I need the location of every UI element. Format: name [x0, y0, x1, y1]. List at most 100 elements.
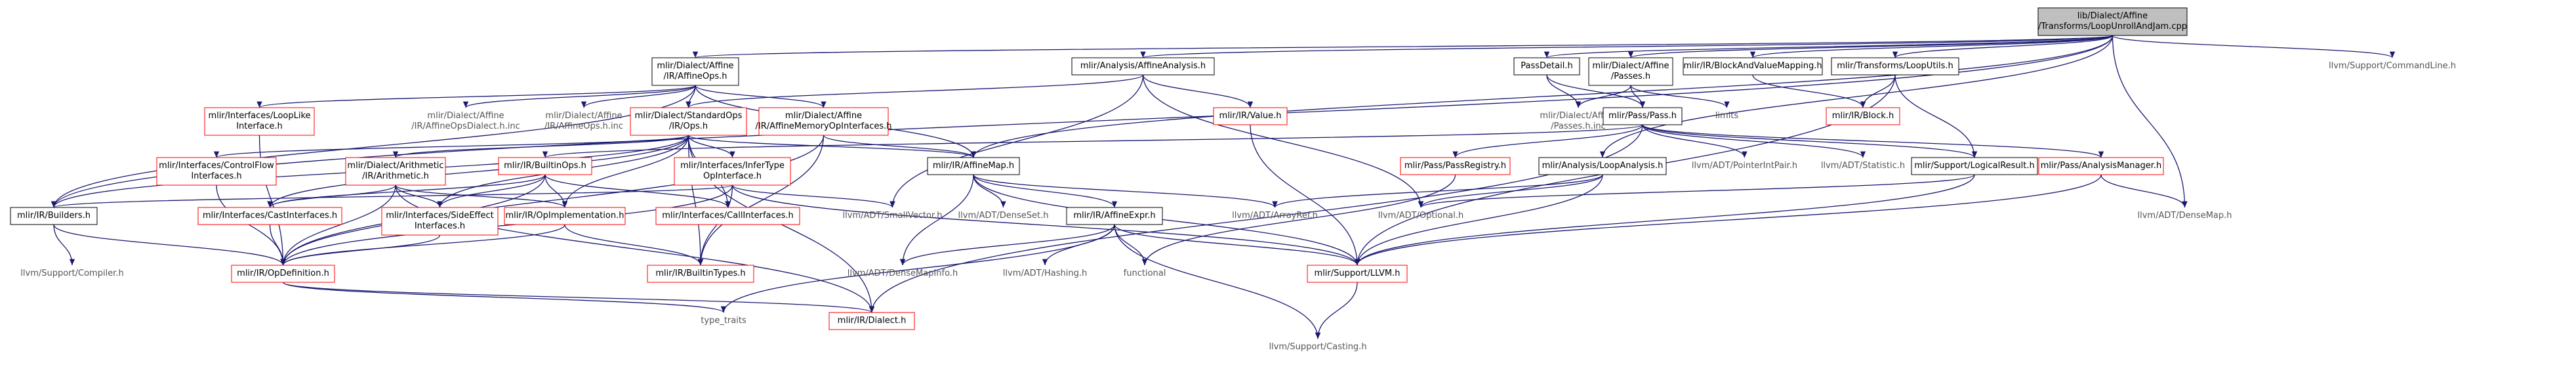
edge-affinememoryop-to-affinemap — [823, 135, 977, 158]
edge-standardops-to-controlflow — [214, 135, 689, 158]
node-box — [927, 157, 1020, 175]
edge-root-to-affineanalysis — [1141, 35, 2114, 58]
node-label: mlir/IR/OpDefinition.h — [237, 269, 329, 278]
node-callinterfaces[interactable]: mlir/Interfaces/CallInterfaces.h — [655, 207, 800, 225]
node-box — [1831, 57, 1959, 76]
node-label: mlir/Interfaces/InferType — [680, 161, 785, 171]
edge-standardops-to-opimplementation — [562, 135, 689, 208]
edge-root-to-densemap — [2112, 35, 2188, 208]
node-builtinops[interactable]: mlir/IR/BuiltinOps.h — [498, 157, 592, 175]
node-box — [630, 107, 747, 136]
edge-layer — [51, 35, 2395, 339]
edge-affinemap-to-arrayref — [973, 174, 1278, 208]
node-label: mlir/Pass/Pass.h — [1608, 111, 1677, 121]
node-box — [828, 312, 915, 330]
node-arithmetic[interactable]: mlir/Dialect/Arithmetic/IR/Arithmetic.h — [345, 157, 446, 186]
edge-passdetail-to-passespassesinc — [1546, 74, 1582, 108]
node-irblock[interactable]: mlir/IR/Block.h — [1826, 107, 1900, 125]
node-box — [1071, 57, 1215, 76]
node-passespassesinc: mlir/Dialect/Affine/Passes.h.inc — [1540, 111, 1616, 131]
node-label: mlir/Dialect/Arithmetic — [347, 161, 443, 171]
node-irvalue[interactable]: mlir/IR/Value.h — [1213, 107, 1288, 125]
node-affinememoryop[interactable]: mlir/Dialect/Affine/IR/AffineMemoryOpInt… — [755, 107, 892, 136]
node-commandline: llvm/Support/CommandLine.h — [2329, 61, 2456, 71]
node-box — [2037, 7, 2188, 36]
node-affinepasses[interactable]: mlir/Dialect/Affine/Passes.h — [1588, 57, 1673, 86]
edge-affineexpr-to-supportllvm — [1114, 224, 1360, 266]
node-passpass[interactable]: mlir/Pass/Pass.h — [1603, 107, 1683, 125]
node-label: llvm/ADT/PointerIntPair.h — [1692, 161, 1797, 171]
node-label: mlir/IR/Builders.h — [17, 211, 91, 221]
node-box — [1911, 157, 2038, 175]
edge-passpass-to-statistic — [1642, 124, 1866, 158]
node-loopanalysis[interactable]: mlir/Analysis/LoopAnalysis.h — [1538, 157, 1667, 175]
node-builtintypes[interactable]: mlir/IR/BuiltinTypes.h — [647, 265, 754, 283]
node-box — [345, 157, 446, 186]
node-label: mlir/Interfaces/SideEffect — [386, 211, 494, 221]
node-box — [1513, 57, 1580, 76]
node-looputils[interactable]: mlir/Transforms/LoopUtils.h — [1831, 57, 1959, 76]
node-label: mlir/Transforms/LoopUtils.h — [1837, 61, 1953, 71]
node-box — [647, 265, 754, 283]
node-box — [1213, 107, 1288, 125]
node-label: mlir/IR/AffineMap.h — [933, 161, 1014, 171]
node-irdialect[interactable]: mlir/IR/Dialect.h — [828, 312, 915, 330]
node-box — [655, 207, 800, 225]
node-passregistry[interactable]: mlir/Pass/PassRegistry.h — [1400, 157, 1511, 175]
edge-supportllvm-to-casting — [1315, 282, 1358, 339]
edge-root-to-affinepasses — [1628, 35, 2114, 58]
node-box — [204, 107, 315, 136]
node-blockandvaluemapping[interactable]: mlir/IR/BlockAndValueMapping.h — [1683, 57, 1823, 76]
node-label: mlir/Interfaces/CastInterfaces.h — [203, 211, 337, 221]
edge-logicalresult-to-supportllvm — [1354, 174, 1975, 266]
edge-affinemap-to-supportllvm — [973, 174, 1360, 266]
node-label: mlir/Dialect/Affine — [785, 111, 862, 121]
node-label: mlir/Pass/PassRegistry.h — [1404, 161, 1506, 171]
edge-affinepasses-to-passespassesinc — [1575, 85, 1631, 108]
edge-loopanalysis-to-optional — [1418, 174, 1603, 208]
node-label: mlir/Analysis/LoopAnalysis.h — [1542, 161, 1664, 171]
edge-standardops-to-builtintypes — [687, 135, 704, 266]
node-passdetail[interactable]: PassDetail.h — [1513, 57, 1580, 76]
edge-passpass-to-analysismanager — [1642, 124, 2104, 158]
edge-root-to-blockandvaluemapping — [1750, 35, 2114, 58]
node-affineops[interactable]: mlir/Dialect/Affine/IR/AffineOps.h — [651, 57, 739, 86]
node-logicalresult[interactable]: mlir/Support/LogicalResult.h — [1911, 157, 2038, 175]
edge-opdefinition-to-typetraits — [282, 282, 726, 313]
node-arrayref: llvm/ADT/ArrayRef.h — [1232, 211, 1318, 221]
node-label: mlir/IR/Block.h — [1832, 111, 1894, 121]
node-densesetadt: llvm/ADT/DenseSet.h — [958, 211, 1049, 221]
edge-standardops-to-castinterfaces — [267, 135, 689, 208]
node-castinterfaces[interactable]: mlir/Interfaces/CastInterfaces.h — [197, 207, 342, 225]
edge-infertype-to-supportllvm — [731, 184, 1360, 266]
edge-root-to-affinemap — [971, 35, 2114, 158]
node-box — [2038, 157, 2164, 175]
edge-standardops-to-affinemap — [687, 135, 976, 158]
edge-blockandvaluemapping-to-irblock — [1752, 74, 1866, 108]
node-label: mlir/Dialect/StandardOps — [635, 111, 743, 121]
node-box — [381, 207, 499, 236]
node-label: llvm/ADT/ArrayRef.h — [1232, 211, 1318, 221]
node-supportllvm[interactable]: mlir/Support/LLVM.h — [1307, 265, 1408, 283]
node-label: llvm/ADT/DenseMapInfo.h — [848, 269, 958, 278]
node-label: lib/Dialect/Affine — [2077, 11, 2148, 21]
node-affinemap[interactable]: mlir/IR/AffineMap.h — [927, 157, 1020, 175]
node-analysismanager[interactable]: mlir/Pass/AnalysisManager.h — [2038, 157, 2164, 175]
node-standardops[interactable]: mlir/Dialect/StandardOps/IR/Ops.h — [630, 107, 747, 136]
node-opimplementation[interactable]: mlir/IR/OpImplementation.h — [504, 207, 626, 225]
node-affineexpr[interactable]: mlir/IR/AffineExpr.h — [1066, 207, 1163, 225]
node-affineanalysis[interactable]: mlir/Analysis/AffineAnalysis.h — [1071, 57, 1215, 76]
edge-infertype-to-builtintypes — [697, 184, 733, 266]
node-builders[interactable]: mlir/IR/Builders.h — [10, 207, 98, 225]
node-opdefinition[interactable]: mlir/IR/OpDefinition.h — [231, 265, 335, 283]
node-label: /IR/Arithmetic.h — [362, 171, 429, 181]
node-label: type_traits — [701, 316, 746, 326]
edge-affineexpr-to-casting — [1114, 224, 1321, 339]
node-root[interactable]: lib/Dialect/Affine/Transforms/LoopUnroll… — [2037, 7, 2188, 36]
node-affineopsinc: mlir/Dialect/Affine/IR/AffineOps.h.inc — [544, 111, 623, 131]
